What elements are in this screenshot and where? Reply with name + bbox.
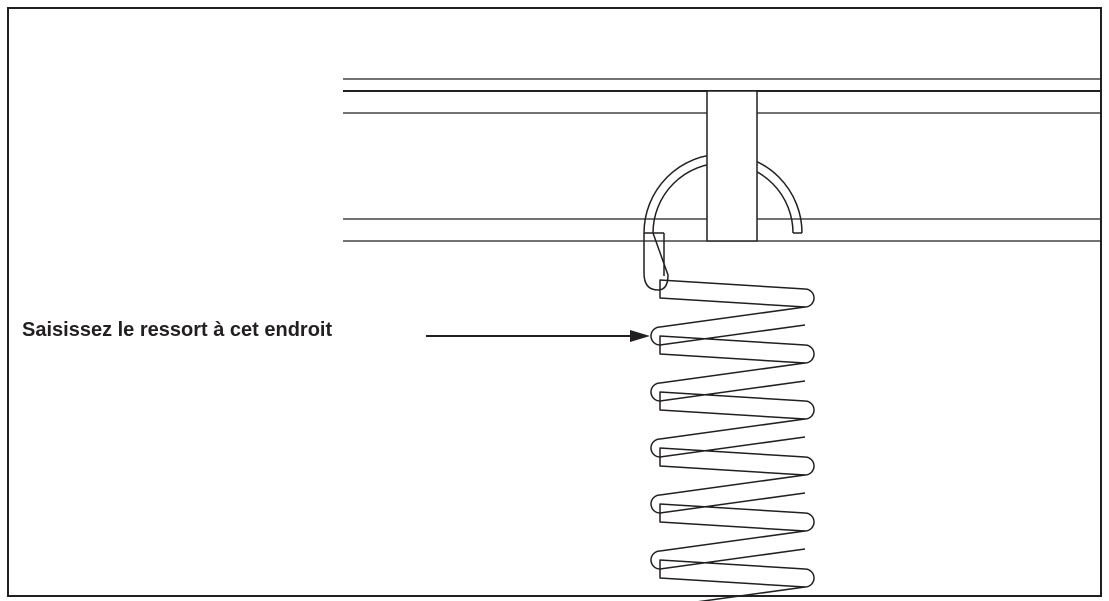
spring-coil-back: [650, 530, 806, 570]
spring-coil-front: [659, 503, 815, 532]
spring-coil-back: [650, 306, 806, 346]
callout-label: Saisissez le ressort à cet endroit: [22, 319, 333, 341]
arrowhead-icon: [630, 330, 650, 342]
spring-coil-front: [659, 391, 815, 420]
spring-coil-back: [650, 474, 806, 514]
spring-coil-front: [659, 559, 815, 588]
spring-coil-front: [659, 279, 815, 308]
figure-frame: [7, 7, 1102, 597]
spring-coil-back: [650, 418, 806, 458]
spring-coil-front: [659, 335, 815, 364]
spring-coil-back: [650, 362, 806, 402]
vertical-post: [706, 90, 758, 242]
callout-arrow: [426, 330, 650, 342]
spring-coil-back: [698, 586, 806, 601]
coil-spring: [650, 279, 815, 601]
spring-coil-front: [659, 447, 815, 476]
